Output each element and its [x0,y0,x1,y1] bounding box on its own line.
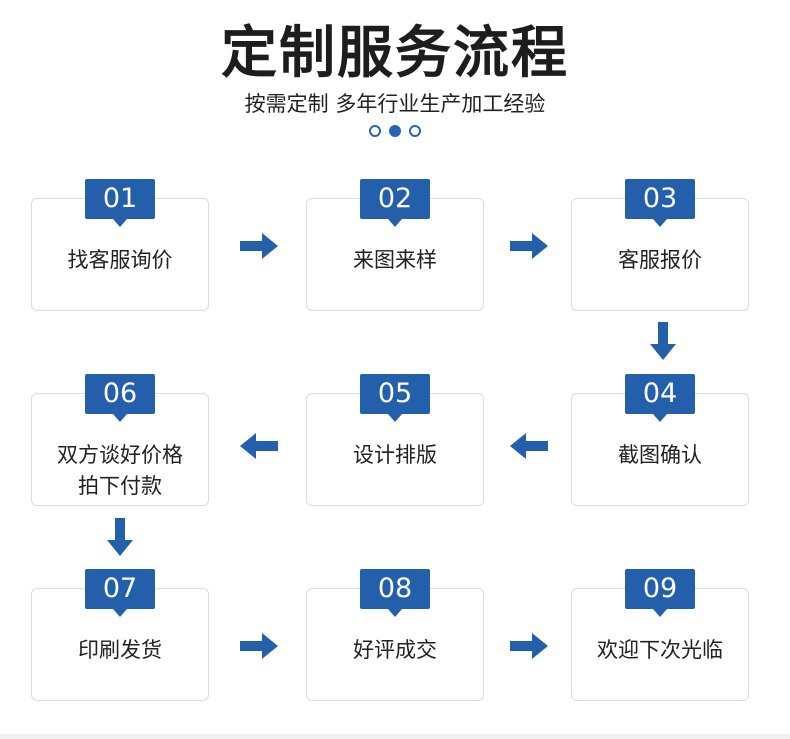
pagination-dots [0,125,790,137]
bottom-divider [0,734,790,739]
step-number-badge: 08 [360,569,430,617]
step-label: 客服报价 [618,248,702,272]
arrow-down-icon [650,322,676,360]
step-label: 找客服询价 [67,248,173,272]
step-number-badge: 02 [360,179,430,227]
step-number-badge: 03 [625,179,695,227]
arrow-down-icon [107,518,133,556]
step-label: 来图来样 [353,248,437,272]
dot-indicator [369,125,381,137]
step-label: 设计排版 [353,443,437,467]
step-number-badge: 06 [85,374,155,422]
step-label: 欢迎下次光临 [597,638,723,662]
step-number-badge: 07 [85,569,155,617]
arrow-right-icon [510,633,548,659]
page-title: 定制服务流程 [221,21,569,86]
step-label: 双方谈好价格 [57,443,183,467]
arrow-left-icon [240,433,278,459]
arrow-left-icon [510,433,548,459]
arrow-right-icon [510,233,548,259]
dot-indicator [409,125,421,137]
step-number-badge: 04 [625,374,695,422]
arrow-right-icon [240,233,278,259]
step-label-line2: 拍下付款 [78,474,162,498]
step-number-badge: 01 [85,179,155,227]
dot-indicator-active [389,125,401,137]
step-number-badge: 05 [360,374,430,422]
step-label: 好评成交 [353,638,437,662]
step-number-badge: 09 [625,569,695,617]
page-subtitle: 按需定制 多年行业生产加工经验 [244,92,546,116]
step-label: 截图确认 [618,443,702,467]
arrow-right-icon [240,633,278,659]
step-label: 印刷发货 [78,638,162,662]
